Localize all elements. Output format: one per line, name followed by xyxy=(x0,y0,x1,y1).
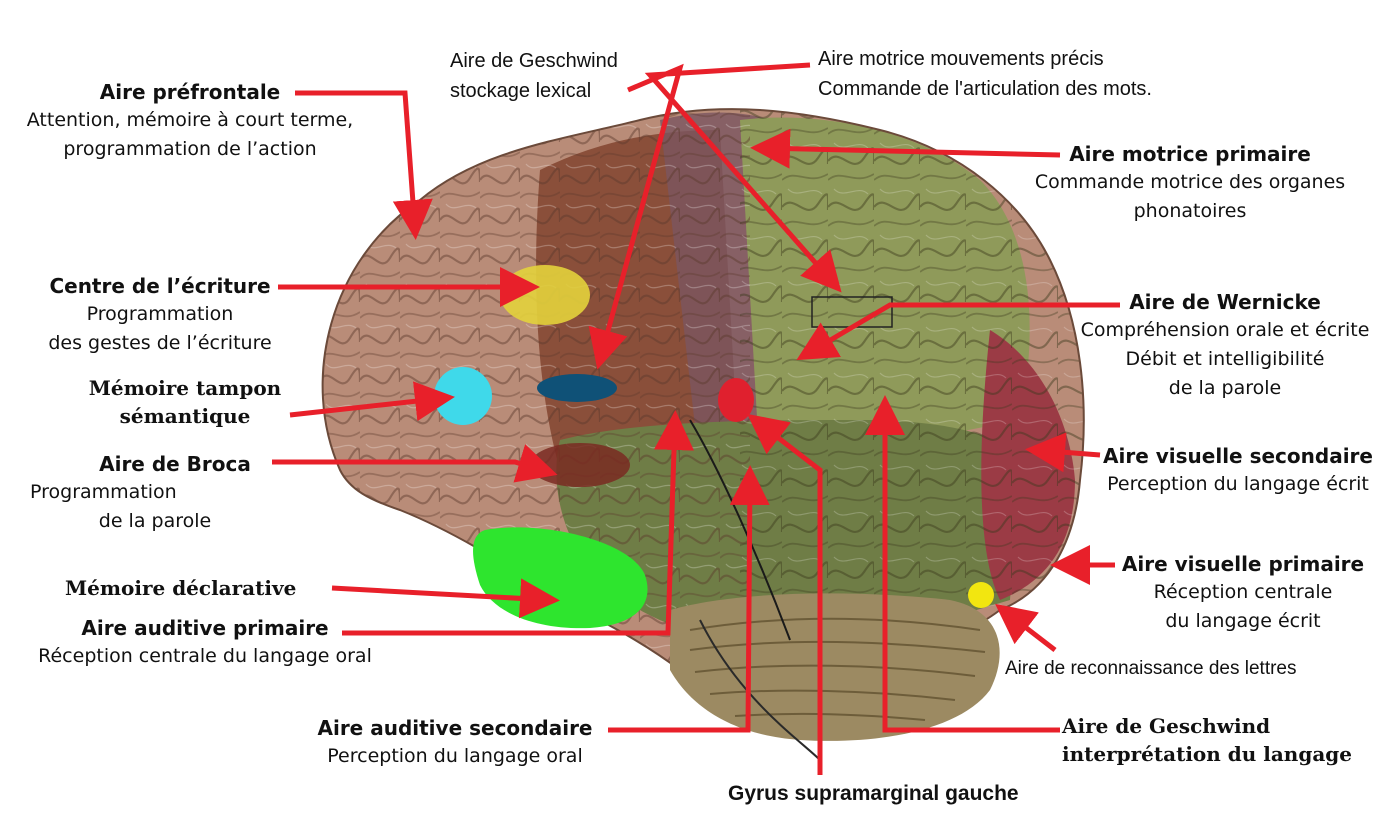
label-aire-auditive-primaire: Aire auditive primaire Réception central… xyxy=(10,614,400,671)
ecriture-title: Centre de l’écriture xyxy=(20,272,300,300)
wernicke-desc-3: de la parole xyxy=(1060,374,1390,403)
wernicke-desc-1: Compréhension orale et écrite xyxy=(1060,316,1390,345)
tampon-title-2: sémantique xyxy=(70,402,300,430)
broca-desc-1: Programmation xyxy=(30,478,280,507)
visuelle-primaire-desc-2: du langage écrit xyxy=(1118,607,1368,636)
visuelle-secondaire-title: Aire visuelle secondaire xyxy=(1088,442,1388,470)
letter-recognition-area xyxy=(968,582,994,608)
ecriture-desc-1: Programmation xyxy=(20,300,300,329)
broca-title: Aire de Broca xyxy=(30,450,280,478)
auditive-secondaire-title: Aire auditive secondaire xyxy=(300,714,610,742)
auditive-primaire-desc: Réception centrale du langage oral xyxy=(10,642,400,671)
prefrontal-title: Aire préfrontale xyxy=(10,78,370,106)
label-gyrus-supramarginal: Gyrus supramarginal gauche xyxy=(728,780,1019,808)
label-motrice-precis: Aire motrice mouvements précis Commande … xyxy=(818,44,1152,104)
declarative-title: Mémoire déclarative xyxy=(65,574,296,602)
motrice-primaire-desc-2: phonatoires xyxy=(1010,197,1370,226)
prefrontal-desc-1: Attention, mémoire à court terme, xyxy=(10,106,370,135)
geschwind-lexical-area xyxy=(537,374,617,402)
lettres-title: Aire de reconnaissance des lettres xyxy=(1005,654,1297,684)
broca-desc-2: de la parole xyxy=(30,507,280,536)
ecriture-desc-2: des gestes de l’écriture xyxy=(20,329,300,358)
label-aire-motrice-primaire: Aire motrice primaire Commande motrice d… xyxy=(1010,140,1370,226)
auditive-secondaire-desc: Perception du langage oral xyxy=(300,742,610,771)
cerebellum xyxy=(670,593,1000,760)
visuelle-primaire-desc-1: Réception centrale xyxy=(1118,578,1368,607)
visuelle-secondaire-desc: Perception du langage écrit xyxy=(1088,470,1388,499)
label-centre-ecriture: Centre de l’écriture Programmation des g… xyxy=(20,272,300,358)
auditive-primaire-title: Aire auditive primaire xyxy=(10,614,400,642)
motrice-precis-line-2: Commande de l'articulation des mots. xyxy=(818,74,1152,104)
motrice-precis-line-1: Aire motrice mouvements précis xyxy=(818,44,1152,74)
wernicke-title: Aire de Wernicke xyxy=(1060,288,1390,316)
label-aire-auditive-secondaire: Aire auditive secondaire Perception du l… xyxy=(300,714,610,771)
label-geschwind-interpretation: Aire de Geschwind interprétation du lang… xyxy=(1062,712,1352,768)
motrice-primaire-desc-1: Commande motrice des organes xyxy=(1010,168,1370,197)
geschwind-top-line-1: Aire de Geschwind xyxy=(450,46,618,76)
prefrontal-desc-2: programmation de l’action xyxy=(10,135,370,164)
label-memoire-tampon: Mémoire tampon sémantique xyxy=(70,374,300,430)
motrice-primaire-title: Aire motrice primaire xyxy=(1010,140,1370,168)
geschwind-top-line-2: stockage lexical xyxy=(450,76,618,106)
writing-center-area xyxy=(500,265,590,325)
label-aire-visuelle-primaire: Aire visuelle primaire Réception central… xyxy=(1118,550,1368,636)
geschwind-bottom-title-2: interprétation du langage xyxy=(1062,740,1352,768)
visuelle-primaire-title: Aire visuelle primaire xyxy=(1118,550,1368,578)
arrow-lettres xyxy=(1003,610,1055,650)
gyrus-title: Gyrus supramarginal gauche xyxy=(728,780,1019,808)
label-memoire-declarative: Mémoire déclarative xyxy=(65,574,296,602)
tampon-title-1: Mémoire tampon xyxy=(70,374,300,402)
label-aire-wernicke: Aire de Wernicke Compréhension orale et … xyxy=(1060,288,1390,403)
supramarginal-area xyxy=(718,378,754,422)
label-aire-prefrontale: Aire préfrontale Attention, mémoire à co… xyxy=(10,78,370,164)
label-aire-broca: Aire de Broca Programmation de la parole xyxy=(30,450,280,536)
broca-area xyxy=(530,443,630,487)
label-geschwind-lexical: Aire de Geschwind stockage lexical xyxy=(450,46,618,106)
geschwind-bottom-title-1: Aire de Geschwind xyxy=(1062,712,1352,740)
label-aire-visuelle-secondaire: Aire visuelle secondaire Perception du l… xyxy=(1088,442,1388,499)
wernicke-desc-2: Débit et intelligibilité xyxy=(1060,345,1390,374)
label-reconnaissance-lettres: Aire de reconnaissance des lettres xyxy=(1005,654,1297,684)
